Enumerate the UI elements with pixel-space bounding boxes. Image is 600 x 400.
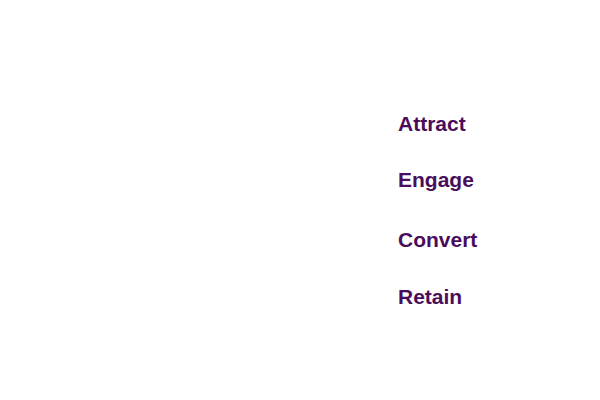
- stage-label: Engage: [398, 167, 474, 192]
- funnel-band-shape: [0, 128, 600, 208]
- leader-arrowhead: [376, 176, 383, 184]
- band-body: [29, 130, 289, 204]
- band-body: [45, 190, 273, 256]
- stage-label: Retain: [398, 284, 462, 309]
- funnel-band: Attract: [0, 52, 600, 154]
- band-top: [29, 130, 289, 166]
- funnel-band-shape: [0, 247, 600, 319]
- band-top: [7, 54, 311, 106]
- funnel-band-shape: [0, 188, 600, 260]
- funnel-band: Engage: [0, 128, 600, 208]
- leader-arrowhead: [376, 236, 383, 244]
- leader-line: [236, 296, 382, 298]
- band-top: [45, 190, 273, 222]
- funnel-band: Convert: [0, 188, 600, 260]
- leader-arrowhead: [376, 293, 383, 301]
- leader-line: [236, 179, 382, 181]
- leader-dot: [232, 293, 240, 301]
- leader-dot: [232, 120, 240, 128]
- leader-dot: [232, 236, 240, 244]
- band-body: [62, 249, 256, 315]
- leader-line: [236, 123, 382, 125]
- background-wave-shape: [0, 335, 600, 400]
- leader-dot: [232, 176, 240, 184]
- band-top: [62, 249, 256, 279]
- stage-label: Convert: [398, 227, 477, 252]
- funnel-band: Retain: [0, 247, 600, 319]
- stage-label: Attract: [398, 111, 466, 136]
- band-body: [7, 54, 311, 150]
- funnel-band-shape: [0, 52, 600, 154]
- leader-line: [236, 239, 382, 241]
- leader-arrowhead: [376, 120, 383, 128]
